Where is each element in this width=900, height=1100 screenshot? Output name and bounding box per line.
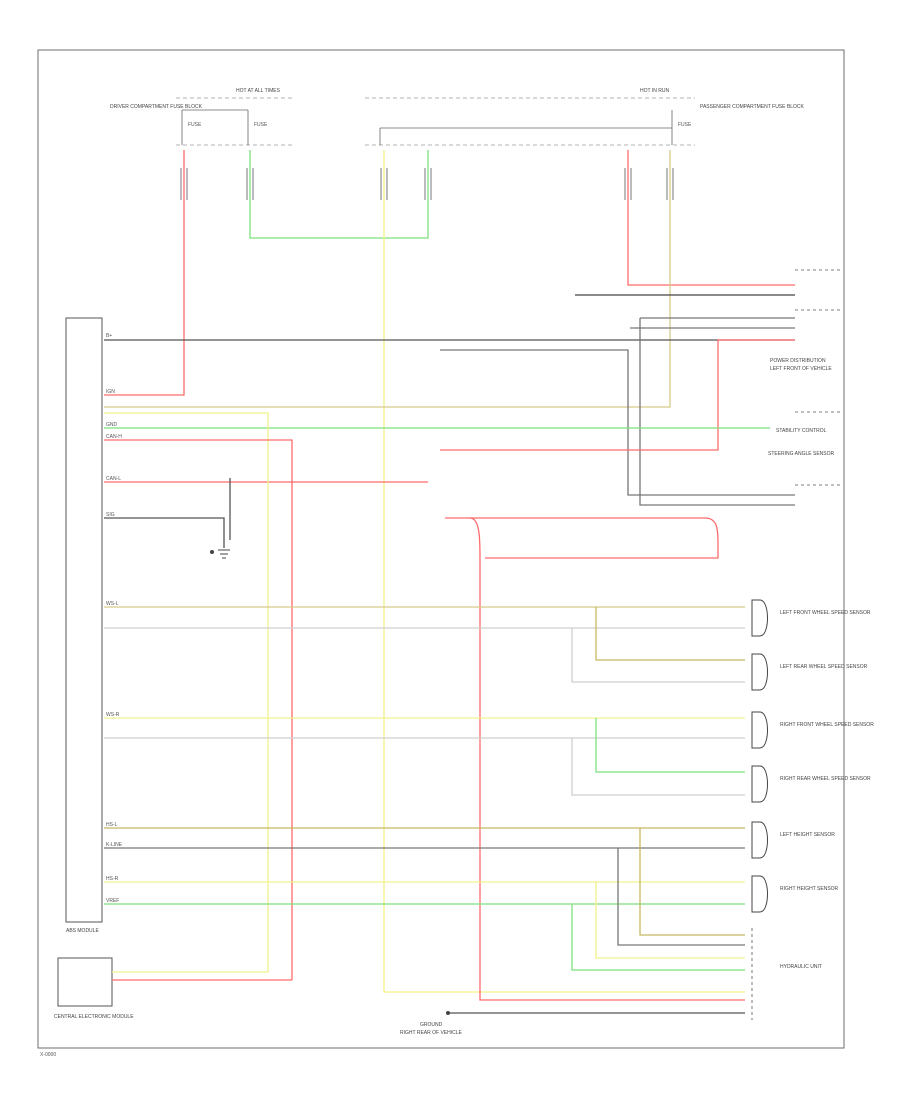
right-connector-4-label: STABILITY CONTROL [776,428,827,434]
rh-sensor-symbol [751,875,768,913]
wire-ground [104,517,225,548]
right-fuse-block: HOT IN RUN PASSENGER COMPARTMENT FUSE BL… [365,88,804,146]
bottom-ground: GROUND RIGHT REAR OF VEHICLE [400,1011,463,1036]
module-pins: B+ IGN GND CAN-H CAN-L WS-L WS-R HS-L HS… [106,333,123,904]
lh-sensor-label: LEFT HEIGHT SENSOR [780,832,835,838]
wire-black-2 [440,349,795,496]
wire-hu-4 [571,904,745,971]
left-fuse-block-sub: DRIVER COMPARTMENT FUSE BLOCK [110,104,203,110]
pin-label-7: HS-L [106,822,118,828]
wheel-sensors [751,599,768,913]
pin-label-6: WS-R [106,712,120,718]
left-fuse-block: HOT AT ALL TIMES DRIVER COMPARTMENT FUSE… [110,88,295,146]
pin-label-5: WS-L [106,601,119,607]
hydraulic-unit-label: HYDRAULIC UNIT [780,964,822,970]
left-fuse-block-title: HOT AT ALL TIMES [236,88,281,94]
wire-green-fuse-b [249,150,429,239]
wire-red-fuse-a [104,150,185,396]
wire-tan-right [104,150,671,408]
right-connector-3-label: STEERING ANGLE SENSOR [768,451,835,457]
wire-red-right [627,150,795,286]
central-module [57,957,113,1007]
bottom-ground-sub: RIGHT REAR OF VEHICLE [400,1030,463,1036]
wires [104,150,795,1014]
wire-red-4 [445,517,719,559]
wire-red-2 [440,339,795,451]
wire-rr-sensor-2 [571,738,745,796]
right-connector-1-label: POWER DISTRIBUTION [770,358,826,364]
diagram-frame [37,49,845,1049]
connector-marks [180,168,674,200]
right-connector-2-label: LEFT FRONT OF VEHICLE [770,366,832,372]
pin-label-4: CAN-L [106,476,121,482]
central-module-label: CENTRAL ELECTRONIC MODULE [54,1014,134,1020]
pin-label-11: K-LINE [106,842,123,848]
lh-sensor-symbol [751,821,768,859]
wire-yellow-long [383,150,745,993]
rr-sensor-symbol [751,765,768,803]
rr-sensor-label: RIGHT REAR WHEEL SPEED SENSOR [780,776,871,782]
wire-lr-sensor-2 [571,628,745,683]
fuse-b-label: FUSE [254,122,268,128]
wire-hu-1 [639,828,745,936]
ground-symbol [210,549,230,559]
pin-label-3: CAN-H [106,434,122,440]
right-fuse-block-title: HOT IN RUN [640,88,669,94]
abs-module [65,317,103,923]
pin-label-9: VREF [106,898,119,904]
wire-hu-2 [617,848,745,946]
wire-black-4 [639,318,795,506]
lf-sensor-label: LEFT FRONT WHEEL SPEED SENSOR [780,610,871,616]
lr-sensor-symbol [751,653,768,691]
wire-red-module [104,439,293,980]
pin-label-8: HS-R [106,876,119,882]
fuse-c-label: FUSE [678,122,692,128]
right-fuse-block-sub: PASSENGER COMPARTMENT FUSE BLOCK [700,104,804,110]
bottom-ground-label: GROUND [420,1022,443,1028]
fuse-a-label: FUSE [188,122,202,128]
wire-rr-sensor [595,718,745,773]
lf-sensor-symbol [751,599,768,637]
pin-label-1: IGN [106,389,115,395]
pin-label-2: GND [106,422,118,428]
wire-lr-sensor [595,607,745,661]
rf-sensor-symbol [751,711,768,749]
rf-sensor-label: RIGHT FRONT WHEEL SPEED SENSOR [780,722,874,728]
pin-label-10: SIG [106,512,115,518]
wire-red-5 [469,517,745,1001]
right-connectors [795,269,840,486]
lr-sensor-label: LEFT REAR WHEEL SPEED SENSOR [780,664,868,670]
rh-sensor-label: RIGHT HEIGHT SENSOR [780,886,839,892]
wire-yellow-module [104,412,269,972]
footer-code: X-0000 [40,1052,56,1058]
abs-module-label: ABS MODULE [66,928,99,934]
wire-hu-3 [595,882,745,959]
pin-label-0: B+ [106,333,112,339]
